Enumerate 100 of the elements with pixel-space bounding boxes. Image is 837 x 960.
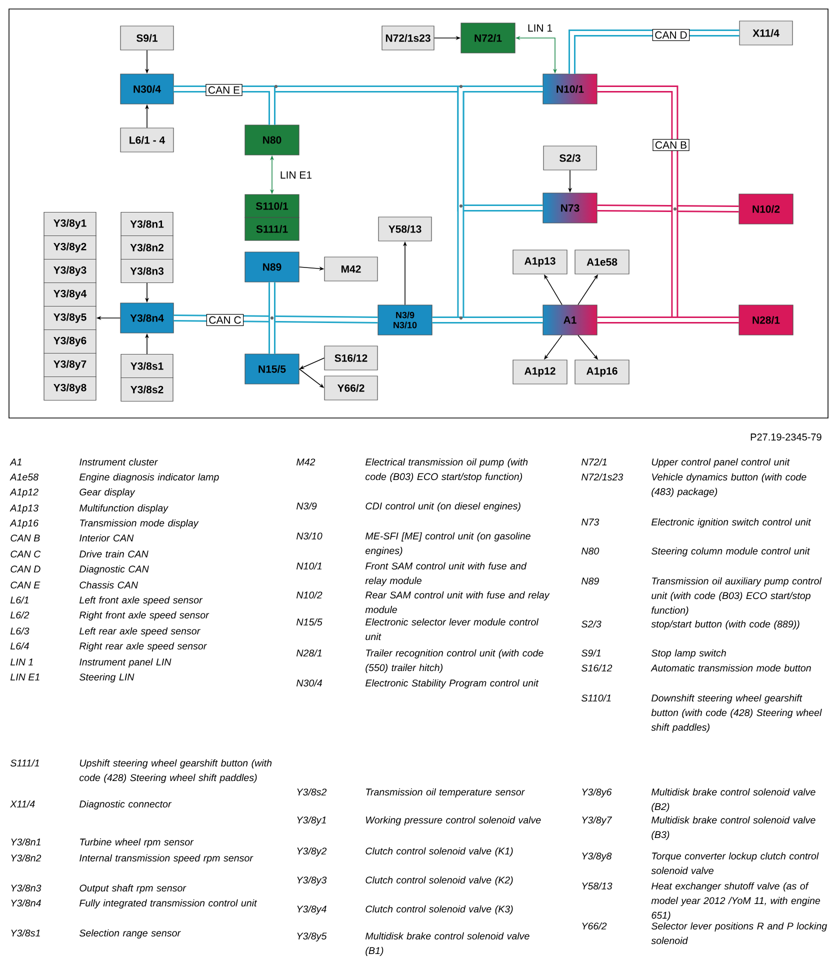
key-description: Stop lamp switch bbox=[652, 649, 726, 658]
key-term: Y3/8y2 bbox=[297, 847, 327, 856]
control-unit-box: N10/2 bbox=[738, 194, 794, 224]
control-unit-box: N15/5 bbox=[244, 354, 300, 384]
bus-label: CAN D bbox=[652, 28, 690, 42]
control-unit-box: N80 bbox=[244, 124, 300, 156]
key-description: Torque converter lockup clutch control solenoid valve bbox=[651, 852, 819, 874]
key-term: M42 bbox=[296, 458, 316, 466]
key-term: Y3/8y5 bbox=[297, 932, 327, 942]
bus-line bbox=[597, 204, 739, 212]
control-unit-box: A1 bbox=[542, 304, 598, 336]
key-term: N80 bbox=[582, 548, 600, 555]
key-term: L6/4 bbox=[10, 642, 29, 650]
control-unit-box: S110/1 bbox=[244, 194, 300, 218]
key-description: Chassis CAN bbox=[80, 581, 138, 589]
control-unit-box: Y3/8n4 bbox=[120, 302, 174, 334]
key-term: CAN D bbox=[10, 566, 40, 573]
bus-line bbox=[432, 316, 543, 324]
key-term: L6/2 bbox=[10, 611, 30, 619]
key-term: L6/3 bbox=[10, 627, 30, 635]
key-description: Steering LIN bbox=[79, 673, 134, 682]
key-description: CDI control unit (on diesel engines) bbox=[366, 502, 520, 512]
key-term: S110/1 bbox=[582, 694, 611, 702]
component-box: A1p12 bbox=[512, 360, 568, 384]
key-description: Multidisk brake control solenoid valve (B1) bbox=[366, 932, 530, 956]
key-term: LIN E1 bbox=[10, 674, 40, 680]
key-description: Instrument cluster bbox=[80, 458, 158, 466]
key-term: Y3/8y1 bbox=[297, 816, 326, 826]
control-unit-box: N72/1 bbox=[460, 22, 516, 54]
control-unit-box: N28/1 bbox=[738, 304, 794, 336]
key-description: Output shaft rpm sensor bbox=[80, 884, 186, 894]
key-term: S16/12 bbox=[582, 664, 612, 672]
key-term: Y3/8y8 bbox=[582, 852, 612, 862]
key-description: Multidisk brake control solenoid valve (B2) bbox=[652, 788, 816, 812]
component-box: Y58/13 bbox=[378, 216, 432, 242]
key-term: Y66/2 bbox=[582, 922, 607, 930]
key-term: A1 bbox=[10, 458, 22, 466]
key-term: Y58/13 bbox=[582, 882, 612, 890]
control-unit-box: N89 bbox=[244, 252, 300, 282]
key-description: Steering column module control unit bbox=[652, 547, 810, 556]
key-term: S111/1 bbox=[10, 759, 39, 767]
key-description: Selection range sensor bbox=[79, 929, 181, 938]
key-description: Diagnostic CAN bbox=[80, 565, 149, 574]
component-box: S2/3 bbox=[543, 146, 597, 170]
key-term: N3/9 bbox=[296, 502, 317, 510]
bus-line bbox=[268, 282, 276, 354]
key-term: Y3/8n3 bbox=[11, 884, 42, 892]
key-description: Drive train CAN bbox=[80, 550, 148, 558]
key-term: CAN B bbox=[10, 534, 40, 542]
key-term: S9/1 bbox=[582, 649, 601, 657]
component-box: Y3/8y6 bbox=[44, 329, 96, 354]
key-term: A1e58 bbox=[10, 474, 38, 481]
component-box: Y3/8y7 bbox=[44, 352, 96, 378]
key-term: A1p12 bbox=[10, 488, 38, 498]
key-term: A1p16 bbox=[10, 520, 39, 528]
key-description: Fully integrated transmission control unit bbox=[80, 899, 258, 908]
key-term: Y3/8y4 bbox=[297, 905, 326, 914]
key-term: Y3/8n4 bbox=[11, 899, 41, 907]
key-description: stop/start button (with code (889)) bbox=[651, 620, 800, 630]
figure-number: P27.19-2345-79 bbox=[750, 433, 822, 441]
key-description: Upper control panel control unit bbox=[652, 458, 790, 468]
key-description: Turbine wheel rpm sensor bbox=[80, 838, 194, 848]
key-term: N3/10 bbox=[296, 532, 322, 540]
key-term: N10/1 bbox=[296, 562, 322, 570]
key-description: Interior CAN bbox=[80, 534, 134, 542]
component-box: A1e58 bbox=[574, 250, 630, 274]
component-box: Y3/8s1 bbox=[120, 354, 174, 378]
key-term: LIN 1 bbox=[10, 658, 33, 666]
key-description: Right front axle speed sensor bbox=[80, 611, 210, 620]
control-unit-box: N3/9 N3/10 bbox=[378, 304, 432, 336]
key-description: Heat exchanger shutoff valve (as of model year 2012 /YoM 11, with engine 651) bbox=[651, 882, 820, 921]
key-description: Downshift steering wheel gearshift button (with code (428) Steering wheel shift paddles) bbox=[651, 694, 822, 733]
key-term: Y3/8y3 bbox=[297, 876, 327, 886]
key-term: Y3/8n2 bbox=[11, 854, 42, 862]
key-description: Selector lever positions R and P locking solenoid bbox=[651, 922, 828, 944]
component-box: S9/1 bbox=[120, 26, 174, 50]
key-term: CAN C bbox=[10, 550, 41, 558]
key-description: Right rear axle speed sensor bbox=[80, 642, 207, 652]
control-unit-box: N30/4 bbox=[120, 74, 174, 104]
component-box: Y3/8s2 bbox=[120, 377, 174, 402]
key-description: Instrument panel LIN bbox=[80, 658, 172, 668]
key-term: S2/3 bbox=[582, 620, 602, 628]
key-term: N10/2 bbox=[296, 591, 322, 599]
key-description: Clutch control solenoid valve (K3) bbox=[366, 905, 513, 914]
bus-label: CAN C bbox=[206, 314, 244, 326]
component-box: Y3/8y3 bbox=[44, 258, 96, 284]
component-box: N72/1s23 bbox=[382, 26, 434, 50]
key-term: A1p13 bbox=[10, 504, 38, 514]
key-term: N89 bbox=[582, 578, 599, 585]
key-description: Automatic transmission mode button bbox=[650, 664, 811, 672]
component-box: Y66/2 bbox=[324, 376, 378, 400]
component-box: M42 bbox=[324, 256, 378, 282]
key-term: Y3/8y7 bbox=[582, 816, 612, 826]
key-term: N73 bbox=[582, 518, 600, 526]
key-description: Transmission mode display bbox=[80, 519, 199, 528]
key-description: Left rear axle speed sensor bbox=[80, 627, 200, 636]
key-term: X11/4 bbox=[10, 800, 35, 808]
component-box: Y3/8y5 bbox=[44, 306, 96, 330]
key-description: Front SAM control unit with fuse and relay module bbox=[365, 562, 527, 586]
key-term: N72/1 bbox=[582, 458, 607, 466]
